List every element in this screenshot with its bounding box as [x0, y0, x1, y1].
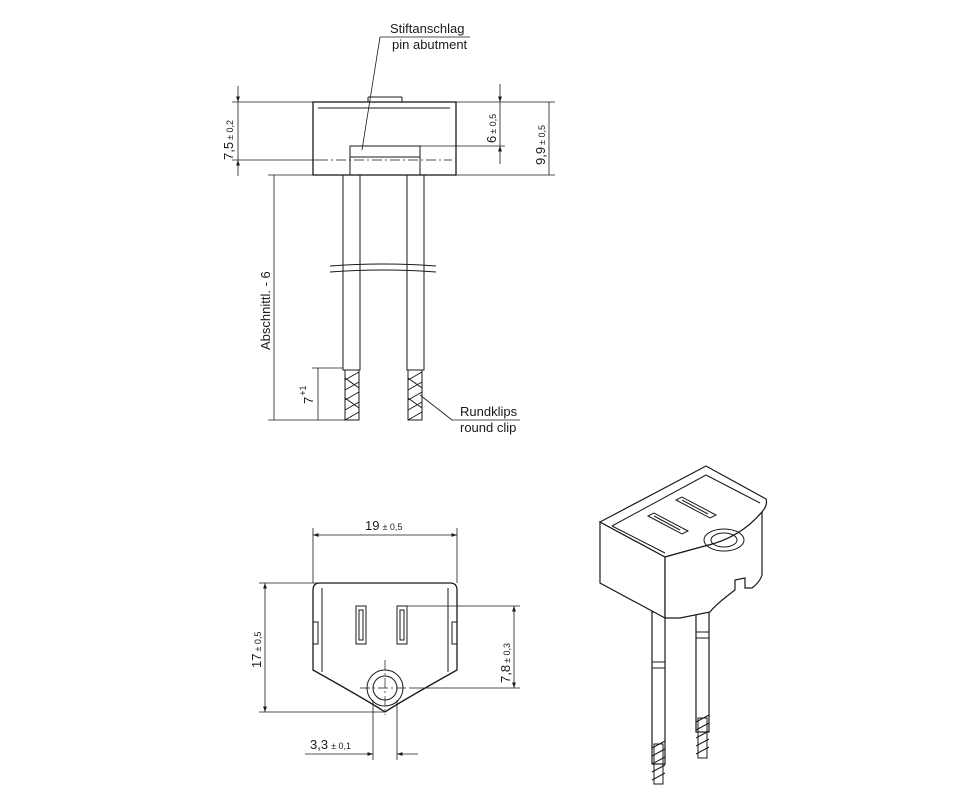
dim-total-height: 9,9± 0,5 [533, 125, 548, 165]
pin-stop-recess [349, 145, 421, 176]
dim-hole-diameter: 3,3± 0,1 [310, 737, 351, 752]
round-clip-label-en: round clip [460, 420, 516, 435]
dim-pin-stop-height: 6± 0,5 [484, 114, 499, 143]
dim-hole-offset: 7,8± 0,3 [498, 643, 513, 683]
top-view-outline [312, 582, 458, 713]
dim-cut-length: Abschnittl. - 6 [258, 271, 273, 350]
iso-slot-2 [674, 496, 718, 519]
iso-pin-right [695, 599, 710, 759]
round-clip-label-de: Rundklips [460, 404, 518, 419]
pin-abutment-label-de: Stiftanschlag [390, 21, 464, 36]
slot-left [355, 605, 367, 645]
side-view-body [312, 101, 457, 176]
dim-body-height: 7,5± 0,2 [221, 120, 236, 160]
dim-depth: 17± 0,5 [249, 632, 264, 668]
round-clip-left [344, 369, 360, 421]
iso-curved-face [664, 510, 763, 619]
pin-abutment-label-en: pin abutment [392, 37, 468, 52]
slot-right [396, 605, 408, 645]
iso-pin-left [651, 611, 666, 785]
dim-clip-length: 7+1 [298, 386, 316, 405]
iso-slot-1 [646, 512, 690, 535]
side-view: Stiftanschlag pin abutment Rundklips rou… [221, 21, 555, 435]
pin-right [406, 174, 425, 371]
round-clip-right [407, 369, 423, 421]
dim-width: 19± 0,5 [365, 518, 402, 533]
iso-mounting-hole [703, 528, 745, 552]
pin-left [342, 174, 361, 371]
isometric-view [598, 465, 768, 785]
top-view: 19± 0,5 17± 0,5 7,8± 0,3 3,3± 0,1 [249, 518, 520, 760]
